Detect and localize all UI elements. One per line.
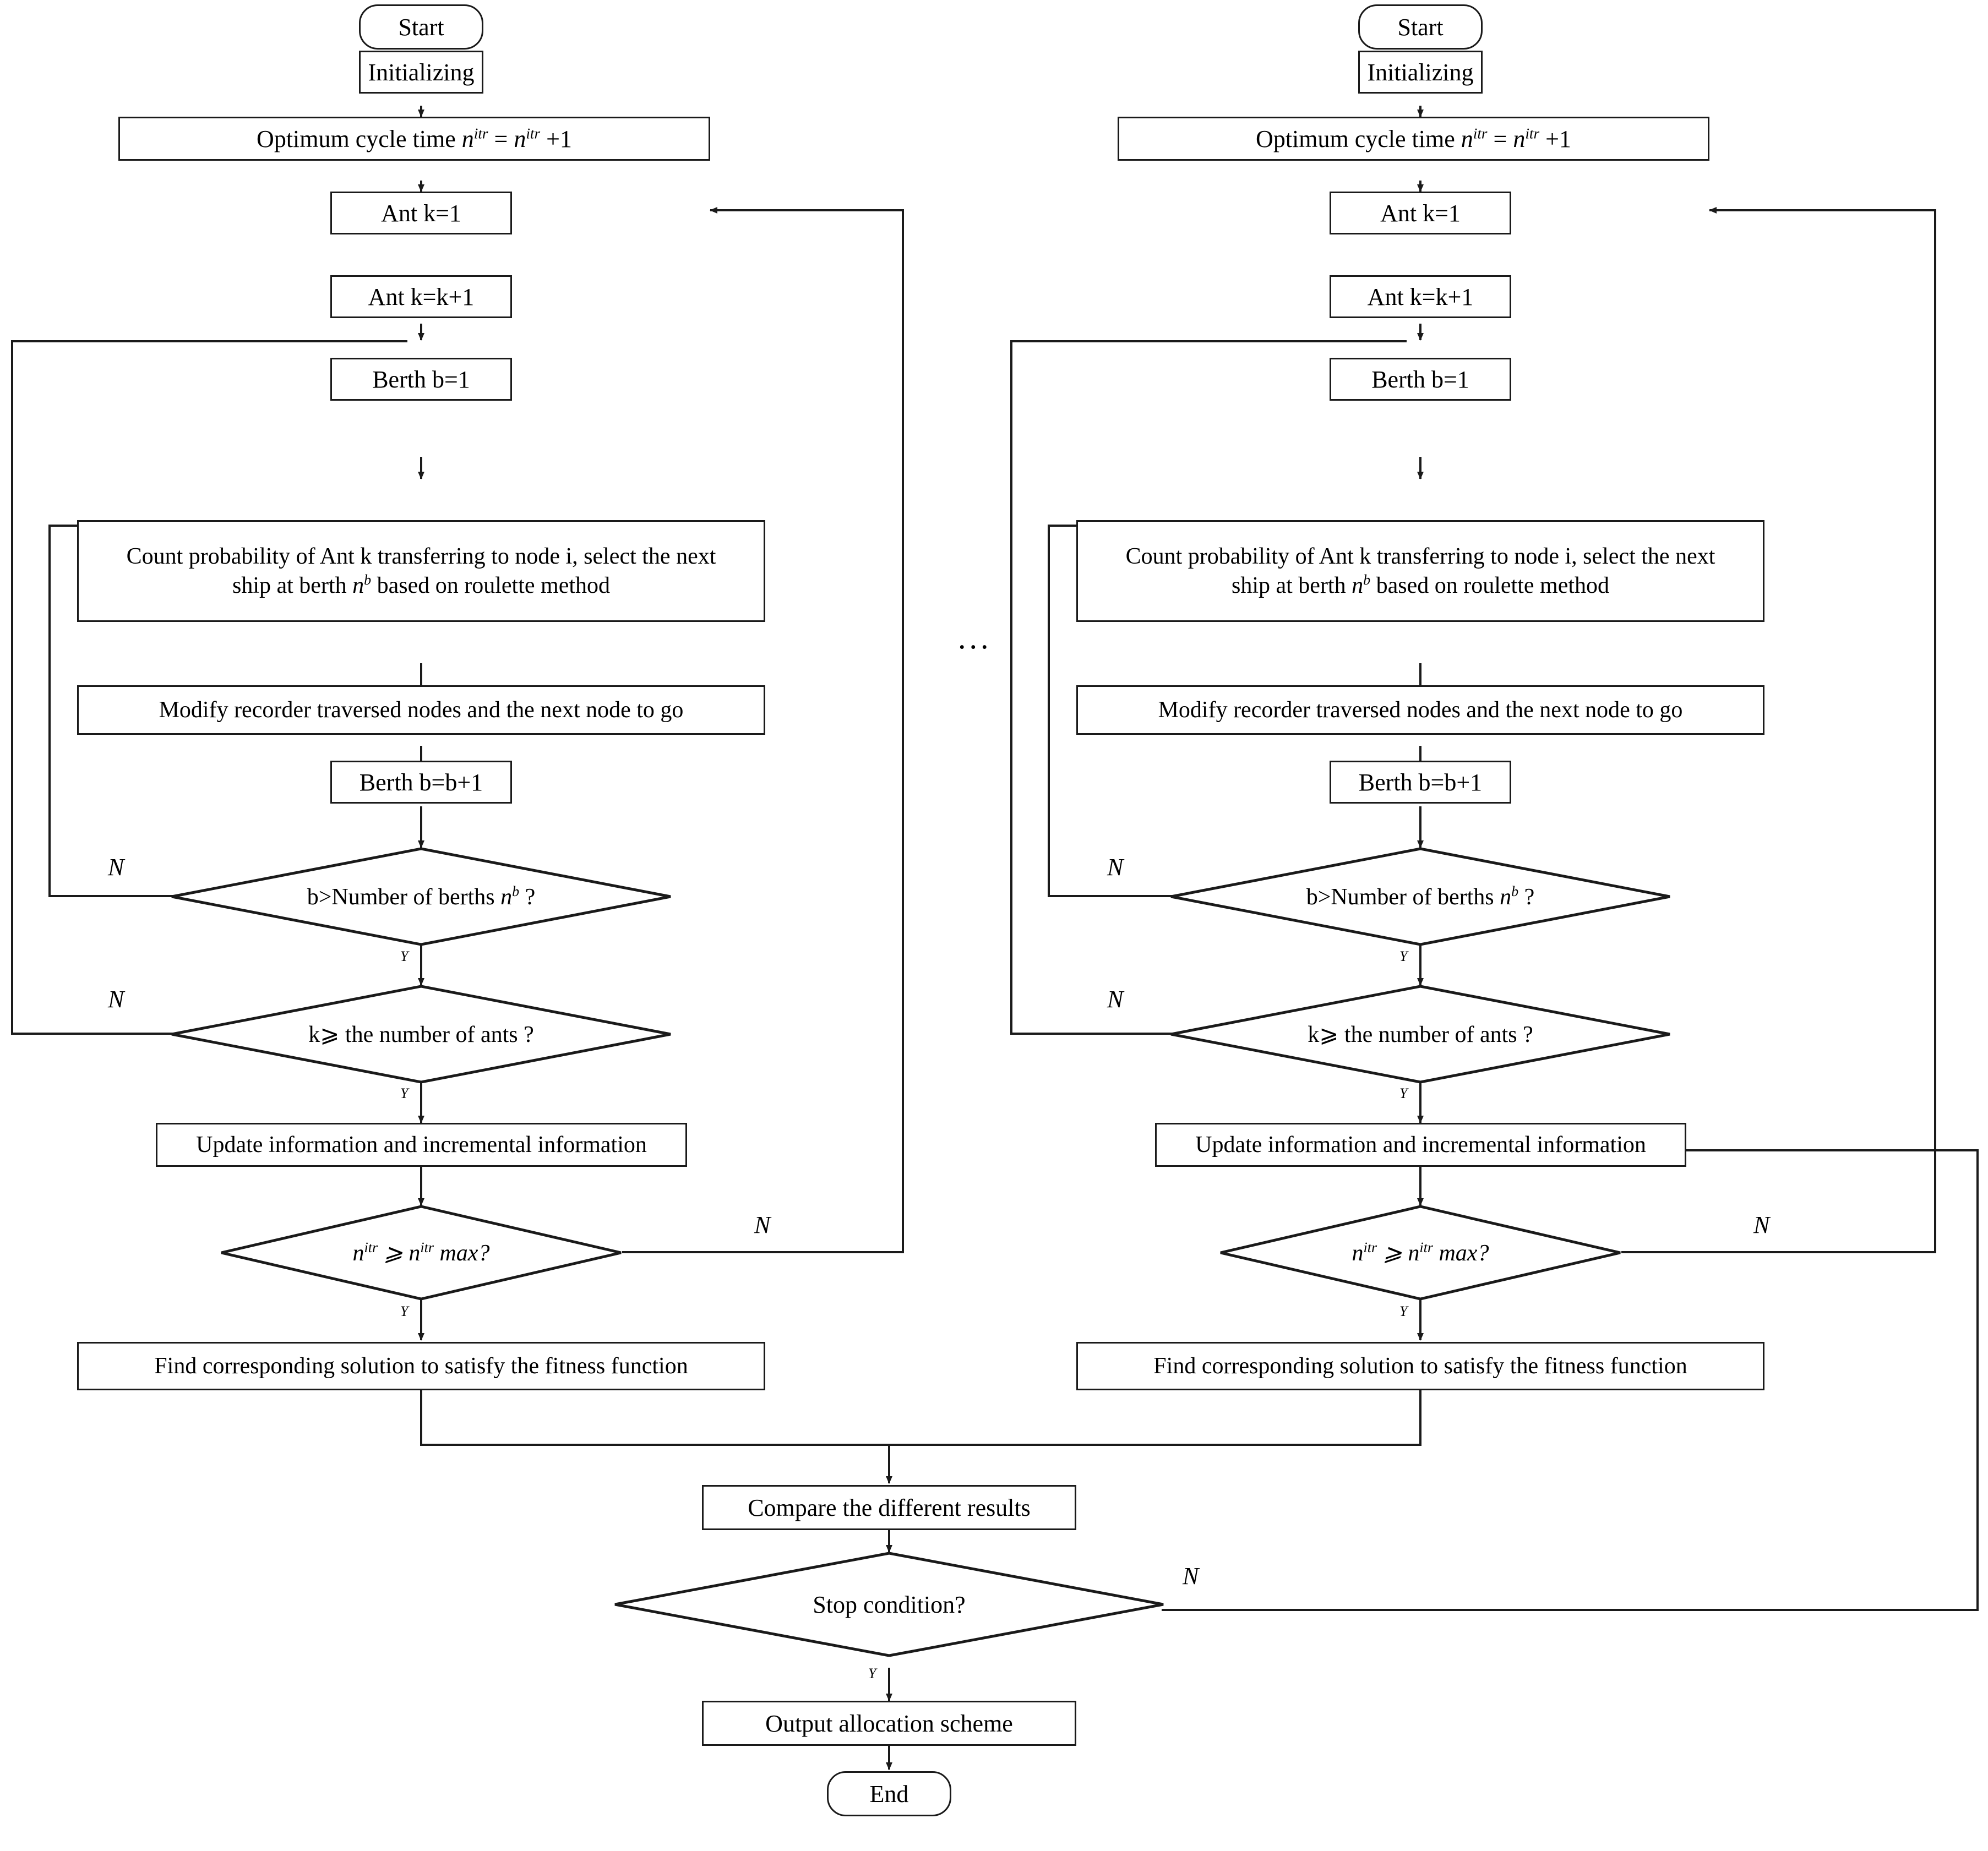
left-decision-iterations: nitr ⩾ nitr max? (220, 1205, 622, 1301)
compare-results-label: Compare the different results (748, 1494, 1031, 1521)
left-find-solution-label: Find corresponding solution to satisfy t… (154, 1353, 688, 1379)
left-update-information-label: Update information and incremental infor… (196, 1132, 647, 1157)
left-find-solution: Find corresponding solution to satisfy t… (77, 1342, 765, 1390)
left-decision-iterations-shape (221, 1205, 622, 1301)
left-berths-yes-label: Y (400, 948, 409, 964)
right-berths-yes-label: Y (1399, 948, 1408, 964)
left-initializing: Initializing (359, 51, 483, 94)
right-decision-ants: k⩾ the number of ants ? (1170, 985, 1671, 1084)
left-berth-b-increment: Berth b=b+1 (330, 761, 512, 804)
left-decision-berths: b>Number of berths nb ? (171, 847, 672, 946)
right-ant-k-init: Ant k=1 (1330, 192, 1511, 234)
left-ant-k-increment: Ant k=k+1 (330, 275, 512, 318)
right-decision-iterations-shape (1220, 1205, 1621, 1301)
right-iterations-no-label: N (1753, 1211, 1770, 1238)
right-decision-iterations: nitr ⩾ nitr max? (1219, 1205, 1621, 1301)
left-update-information: Update information and incremental infor… (156, 1123, 687, 1167)
right-decision-ants-shape (1170, 985, 1670, 1084)
stop-condition-yes-label: Y (868, 1666, 876, 1681)
right-count-probability: Count probability of Ant k transferring … (1076, 520, 1764, 622)
output-allocation-scheme: Output allocation scheme (702, 1701, 1076, 1746)
right-berths-no-label: N (1107, 854, 1124, 881)
decision-stop-condition: Stop condition? (614, 1552, 1164, 1657)
right-initializing-label: Initializing (1367, 58, 1474, 86)
right-ant-k-init-label: Ant k=1 (1380, 199, 1461, 227)
left-optimum-cycle-time: Optimum cycle time nitr = nitr +1 (118, 117, 710, 161)
stop-condition-no-label: N (1183, 1563, 1199, 1590)
right-count-probability-line1: Count probability of Ant k transferring … (1125, 544, 1715, 569)
right-ant-k-increment-label: Ant k=k+1 (1367, 283, 1474, 310)
right-ants-no-label: N (1107, 986, 1124, 1013)
left-decision-ants: k⩾ the number of ants ? (171, 985, 672, 1084)
output-allocation-scheme-label: Output allocation scheme (765, 1710, 1013, 1737)
left-iterations-no-label: N (754, 1211, 771, 1238)
left-ant-k-increment-label: Ant k=k+1 (368, 283, 475, 310)
right-decision-berths: b>Number of berths nb ? (1170, 847, 1671, 946)
end-label: End (869, 1780, 909, 1808)
right-modify-recorder: Modify recorder traversed nodes and the … (1076, 685, 1764, 735)
left-berth-b-init-label: Berth b=1 (372, 365, 470, 393)
compare-results: Compare the different results (702, 1485, 1076, 1530)
left-count-probability: Count probability of Ant k transferring … (77, 520, 765, 622)
left-initializing-label: Initializing (368, 58, 475, 86)
end-terminator: End (827, 1771, 951, 1816)
left-berth-b-init: Berth b=1 (330, 358, 512, 401)
right-find-solution: Find corresponding solution to satisfy t… (1076, 1342, 1764, 1390)
right-update-information-label: Update information and incremental infor… (1195, 1132, 1646, 1157)
right-start-label: Start (1397, 13, 1444, 41)
right-ant-k-increment: Ant k=k+1 (1330, 275, 1511, 318)
left-start: Start (359, 4, 483, 50)
left-iterations-yes-label: Y (400, 1303, 409, 1319)
left-ant-k-init-label: Ant k=1 (381, 199, 461, 227)
left-berths-no-label: N (108, 854, 124, 881)
right-berth-b-init: Berth b=1 (1330, 358, 1511, 401)
columns-ellipsis: ... (958, 620, 992, 656)
left-ants-no-label: N (108, 986, 124, 1013)
left-start-label: Start (398, 13, 444, 41)
right-berth-b-increment-label: Berth b=b+1 (1358, 768, 1483, 796)
right-initializing: Initializing (1358, 51, 1483, 94)
left-ant-k-init: Ant k=1 (330, 192, 512, 234)
right-find-solution-label: Find corresponding solution to satisfy t… (1153, 1353, 1687, 1379)
left-ants-yes-label: Y (400, 1085, 409, 1101)
left-decision-ants-shape (171, 985, 671, 1084)
right-decision-berths-shape (1170, 847, 1670, 946)
right-ants-yes-label: Y (1399, 1085, 1408, 1101)
right-berth-b-init-label: Berth b=1 (1371, 365, 1469, 393)
left-count-probability-line1: Count probability of Ant k transferring … (126, 544, 716, 569)
right-optimum-cycle-time: Optimum cycle time nitr = nitr +1 (1118, 117, 1709, 161)
decision-stop-condition-shape (614, 1552, 1164, 1657)
left-modify-recorder: Modify recorder traversed nodes and the … (77, 685, 765, 735)
right-update-information: Update information and incremental infor… (1155, 1123, 1686, 1167)
right-modify-recorder-label: Modify recorder traversed nodes and the … (1158, 697, 1683, 723)
left-decision-berths-shape (171, 847, 671, 946)
right-iterations-yes-label: Y (1399, 1303, 1408, 1319)
left-modify-recorder-label: Modify recorder traversed nodes and the … (159, 697, 684, 723)
right-start: Start (1358, 4, 1483, 50)
right-berth-b-increment: Berth b=b+1 (1330, 761, 1511, 804)
left-berth-b-increment-label: Berth b=b+1 (359, 768, 483, 796)
